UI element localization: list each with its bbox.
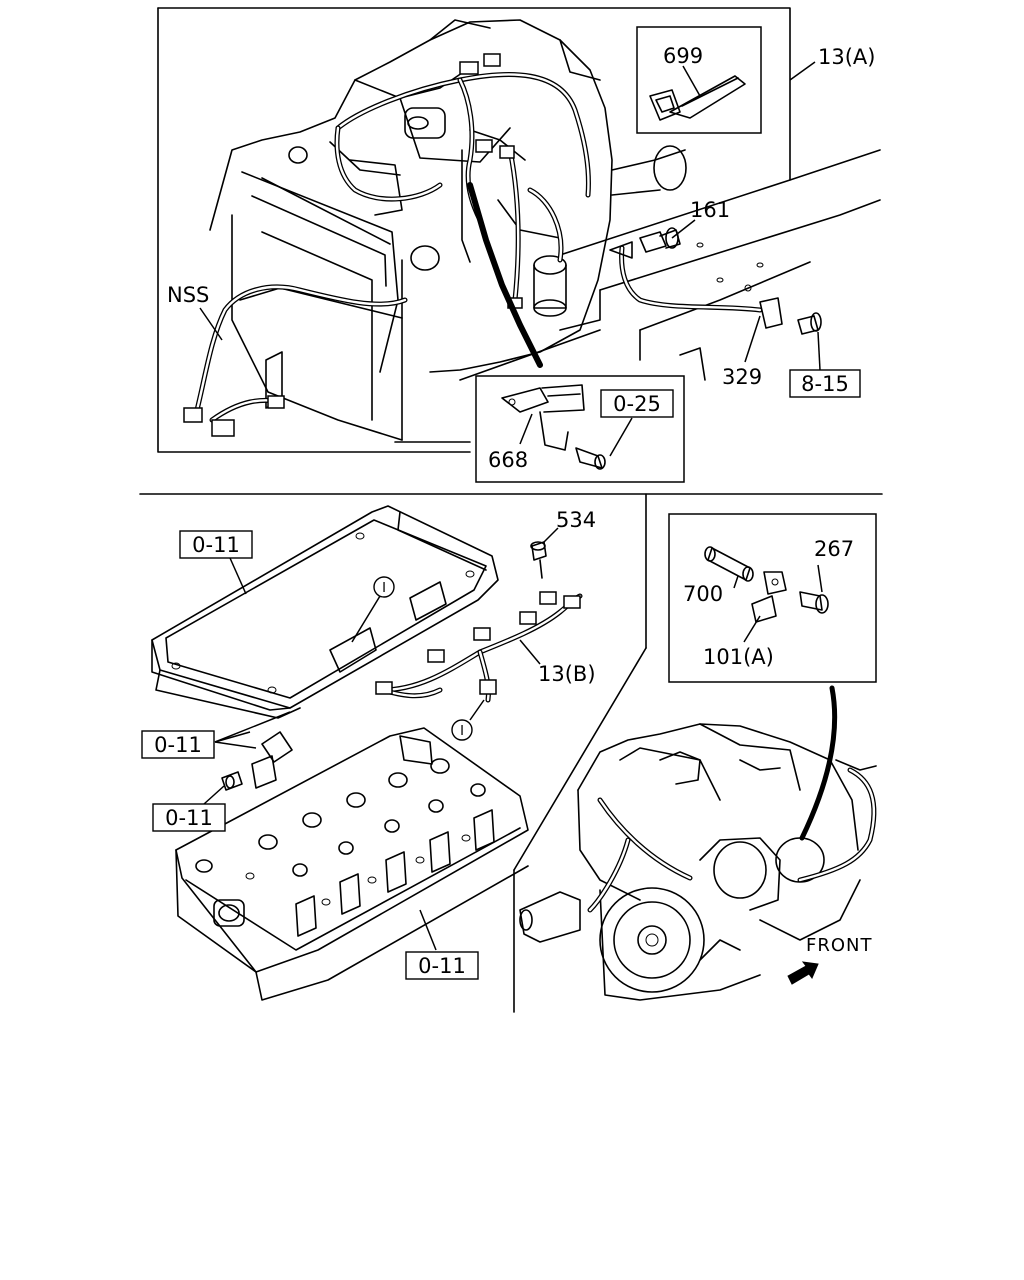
inset-699	[636, 26, 762, 134]
inset-700	[668, 513, 877, 683]
leader-267	[817, 564, 823, 593]
leader-011c	[203, 785, 225, 805]
marker-i-lower	[451, 719, 473, 741]
callout-101a: 101(A)	[703, 645, 774, 669]
ref-011d: 0-11	[418, 954, 466, 978]
leader-13b	[519, 639, 541, 665]
marker-i-lower-label: I	[460, 724, 464, 739]
ref-025: 0-25	[613, 392, 661, 416]
leader-nss	[199, 307, 223, 341]
leader-101a	[743, 615, 761, 643]
bolt-815-drawing	[797, 312, 822, 335]
leader-329	[744, 315, 761, 363]
ref-011b: 0-11	[154, 733, 202, 757]
leader-13a	[789, 61, 816, 81]
ref-box-011d	[405, 951, 479, 980]
callout-13b: 13(B)	[538, 662, 596, 686]
callout-668: 668	[488, 448, 528, 472]
leader-011d	[419, 909, 437, 951]
bolt-161-drawing	[639, 227, 681, 253]
front-arrow-icon	[787, 961, 819, 985]
engine-view-drawing	[519, 723, 877, 1001]
callout-nss: NSS	[167, 283, 209, 307]
leader-815	[817, 331, 821, 371]
marker-i-upper-label: I	[382, 581, 386, 596]
engine-assembly-drawing	[209, 19, 687, 441]
leader-161	[671, 219, 696, 239]
front-label: FRONT	[806, 935, 873, 956]
detail-pointer-arrow-lower	[799, 685, 838, 841]
callout-534: 534	[556, 508, 596, 532]
callout-699: 699	[663, 44, 703, 68]
injector-harness-drawing	[375, 591, 583, 721]
ref-box-011b	[141, 730, 215, 759]
callout-13a: 13(A)	[818, 45, 875, 69]
leader-025	[609, 417, 633, 457]
ref-box-011c	[152, 803, 226, 832]
leader-534	[543, 527, 559, 543]
ref-011a: 0-11	[192, 533, 240, 557]
callout-329: 329	[722, 365, 762, 389]
ref-011c: 0-11	[165, 806, 213, 830]
marker-i-upper	[351, 576, 395, 643]
leader-700	[733, 575, 739, 589]
frame-rail-drawing	[459, 149, 881, 381]
ref-box-025	[600, 389, 674, 418]
engine-harness-drawing	[334, 53, 591, 309]
ref-box-815	[789, 369, 861, 398]
callout-267: 267	[814, 537, 854, 561]
leader-011b-2	[214, 741, 257, 749]
leader-011a	[229, 557, 247, 595]
cylinder-head-group	[151, 505, 547, 1001]
section-divider-diagonal	[513, 647, 647, 871]
ground-cable-drawing	[609, 241, 783, 329]
leader-699	[682, 65, 701, 97]
top-engine-panel	[157, 7, 881, 453]
leader-011b-3	[214, 711, 291, 743]
nss-harness-drawing	[183, 284, 408, 437]
detail-pointer-arrow	[467, 182, 543, 368]
leader-668	[519, 413, 533, 445]
ref-box-011a	[179, 530, 253, 559]
ref-815: 8-15	[801, 372, 849, 396]
callout-161: 161	[690, 198, 730, 222]
callout-700: 700	[683, 582, 723, 606]
